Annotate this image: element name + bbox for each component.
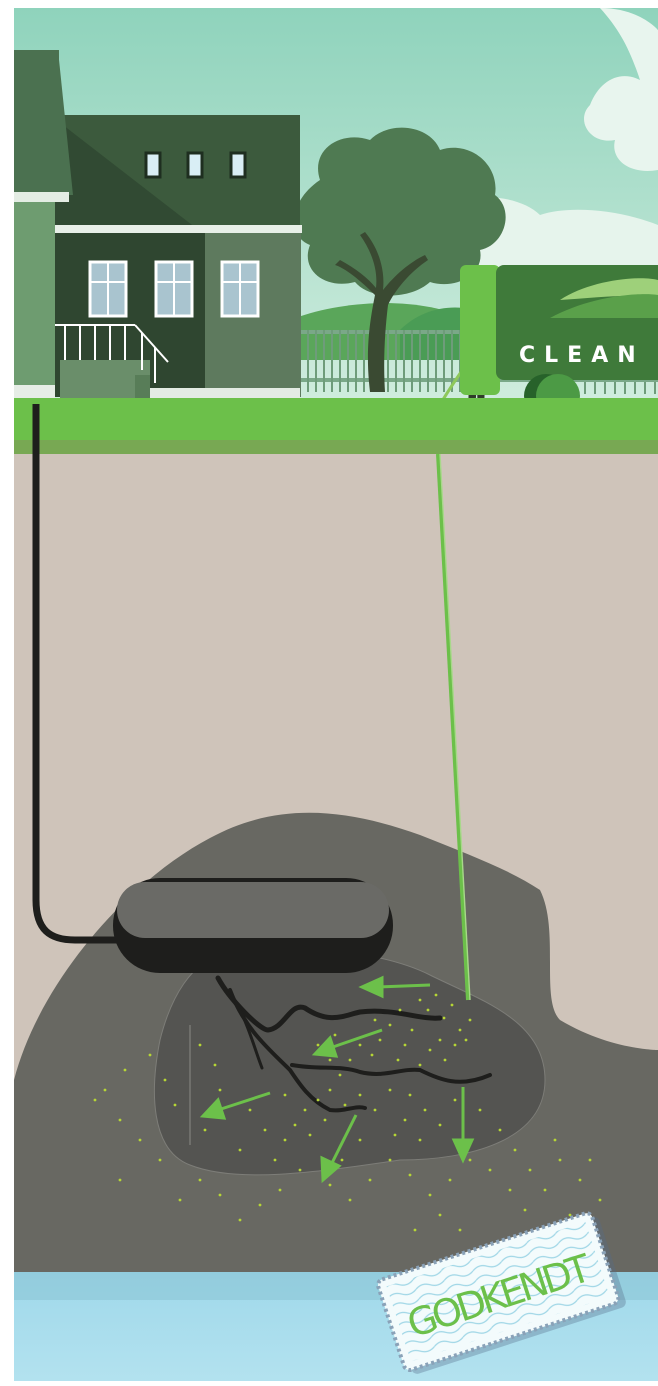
oil-tank <box>113 878 393 973</box>
frame-bottom <box>0 1381 658 1386</box>
roof-window <box>188 153 202 177</box>
roof-window <box>231 153 245 177</box>
frame-left <box>0 0 14 1386</box>
roof-window <box>146 153 160 177</box>
ground <box>14 398 658 454</box>
truck-label: CLEAN <box>519 343 645 368</box>
